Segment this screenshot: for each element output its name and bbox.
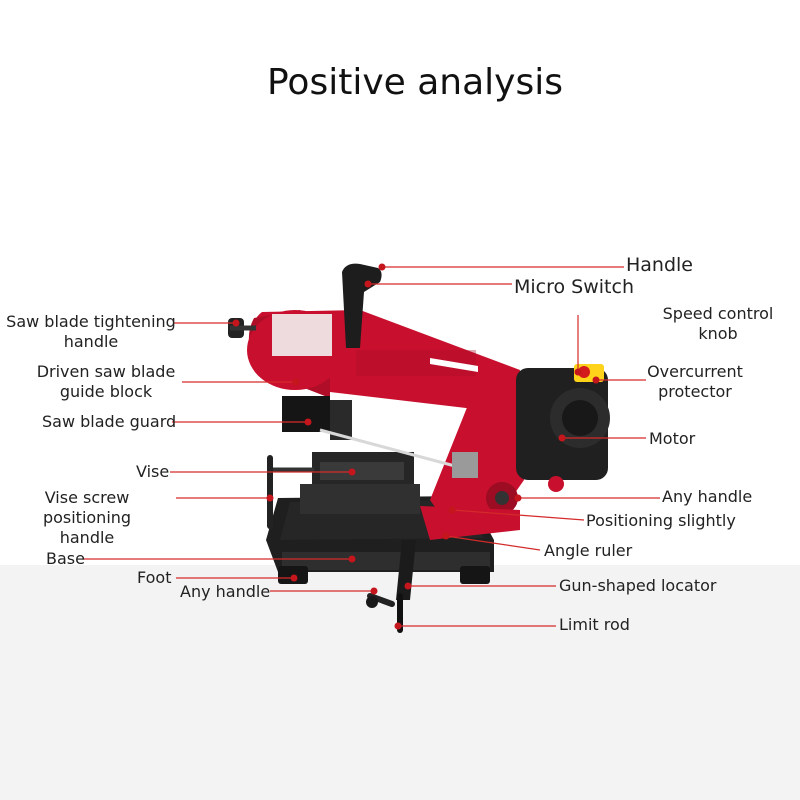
leader-line-positioning-slightly (451, 509, 585, 521)
label-driven-saw-blade-guide-block: Driven saw blade guide block (36, 362, 176, 401)
label-gun-shaped-locator: Gun-shaped locator (559, 576, 717, 595)
diagram-title: Positive analysis (267, 62, 563, 103)
label-saw-blade-guard: Saw blade guard (42, 412, 177, 431)
label-vise-screw-positioning-handle: Vise screw positioning handle (42, 488, 132, 547)
leader-dot-handle (378, 263, 386, 271)
foot-right-shape (460, 566, 490, 584)
leader-line-angle-ruler (445, 535, 541, 551)
leader-dot-vise (348, 468, 356, 476)
saw-guard-shape (282, 396, 330, 432)
label-base: Base (46, 549, 85, 568)
leader-dot-saw-blade-guard (304, 418, 312, 426)
leader-lines (82, 263, 660, 630)
label-any-handle-right: Any handle (662, 487, 753, 506)
leader-dot-base (348, 555, 356, 563)
label-motor: Motor (649, 429, 696, 448)
label-angle-ruler: Angle ruler (544, 541, 633, 560)
bandsaw-illustration (228, 263, 610, 633)
leader-dot-limit-rod (394, 622, 402, 630)
leader-dot-micro-switch (364, 280, 372, 288)
leader-dot-angle-ruler (442, 532, 450, 540)
label-foot: Foot (137, 568, 172, 587)
leader-dot-positioning-slightly (448, 506, 456, 514)
leader-dot-driven-saw-blade-guide-block (292, 378, 300, 386)
label-speed-control-knob: Speed control knob (662, 304, 774, 343)
leader-dot-any-handle-left (370, 587, 378, 595)
leader-dot-saw-blade-tightening-handle (232, 319, 240, 327)
handle-shape (342, 263, 382, 348)
label-any-handle-left: Any handle (180, 582, 271, 601)
label-overcurrent-protector: Overcurrent protector (647, 362, 743, 401)
leader-dot-speed-control-knob (574, 368, 582, 376)
label-vise: Vise (136, 462, 170, 481)
label-positioning-slightly: Positioning slightly (586, 511, 736, 530)
leader-dot-vise-screw-positioning-handle (266, 494, 274, 502)
label-limit-rod: Limit rod (559, 615, 630, 634)
leader-dot-motor (558, 434, 566, 442)
leader-dot-any-handle-right (514, 494, 522, 502)
label-saw-blade-tightening-handle: Saw blade tightening handle (6, 312, 176, 351)
label-handle: Handle (626, 254, 694, 276)
leader-dot-overcurrent-protector (592, 376, 600, 384)
leader-dot-foot (290, 574, 298, 582)
leader-dot-gun-shaped-locator (404, 582, 412, 590)
label-micro-switch: Micro Switch (514, 276, 634, 298)
